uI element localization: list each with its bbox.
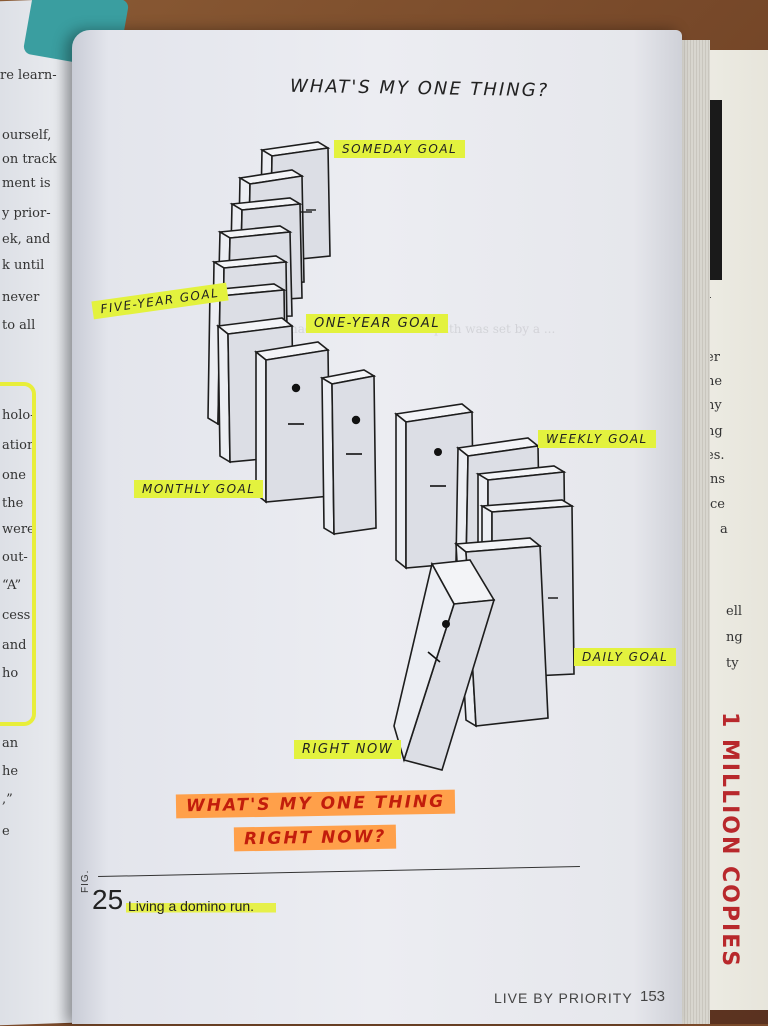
label-daily-goal: DAILY GOAL [574, 648, 677, 666]
figure-caption: Living a domino run. [126, 898, 277, 914]
back-book-line: ns [710, 472, 726, 487]
left-line: one [2, 468, 26, 483]
label-monthly-goal: MONTHLY GOAL [134, 480, 264, 498]
left-line: ment is [2, 176, 51, 191]
fig-prefix: FIG. [80, 869, 91, 893]
left-line: out- [2, 550, 28, 565]
left-line: “A” [2, 578, 22, 593]
back-book-line: a [720, 522, 728, 537]
left-line: he [2, 764, 19, 779]
left-line: never [2, 290, 40, 305]
back-book-line: ng [726, 630, 743, 645]
left-line: y prior- [2, 206, 51, 221]
left-line: ho [2, 666, 19, 681]
left-line: the [2, 496, 24, 511]
left-line: ourself, [2, 128, 52, 143]
back-book-line: ty [726, 656, 739, 671]
left-line: on track [2, 152, 57, 167]
left-line: k until [2, 258, 45, 273]
left-line: to all [2, 318, 36, 333]
left-line: ation [2, 438, 36, 453]
label-one-year-goal: ONE-YEAR GOAL [306, 314, 449, 333]
page-stack-edge [682, 40, 710, 1024]
left-line: ,” [2, 792, 13, 807]
left-line: re learn- [0, 68, 57, 83]
domino-monthly-1 [254, 341, 331, 504]
domino-right-now [393, 559, 496, 771]
figure-number: 25 [92, 884, 124, 915]
back-book-line: ell [726, 604, 743, 619]
left-line: e [2, 824, 10, 839]
label-someday-goal: SOMEDAY GOAL [334, 140, 466, 158]
running-head: LIVE BY PRIORITY [494, 990, 633, 1006]
left-line: cess [2, 608, 31, 623]
domino-monthly-2 [319, 369, 377, 536]
question-line-2: RIGHT NOW? [233, 824, 397, 852]
left-line: an [2, 736, 19, 751]
left-line: holo- [2, 408, 35, 423]
label-weekly-goal: WEEKLY GOAL [538, 430, 656, 448]
figure-title: WHAT'S MY ONE THING? [289, 75, 550, 102]
label-right-now: RIGHT NOW [294, 740, 402, 759]
back-book-line: ng [706, 424, 723, 439]
left-line: were [2, 522, 35, 537]
page-number: 153 [640, 988, 666, 1005]
left-line: and [2, 638, 27, 653]
back-book-line: ce [710, 497, 725, 512]
left-line: ek, and [2, 232, 51, 247]
back-book-line: he [706, 374, 723, 389]
highlighted-box [0, 382, 36, 726]
back-book-line: es. [706, 448, 725, 463]
question-line-1: WHAT'S MY ONE THING [175, 789, 456, 819]
book-page [72, 30, 682, 1024]
